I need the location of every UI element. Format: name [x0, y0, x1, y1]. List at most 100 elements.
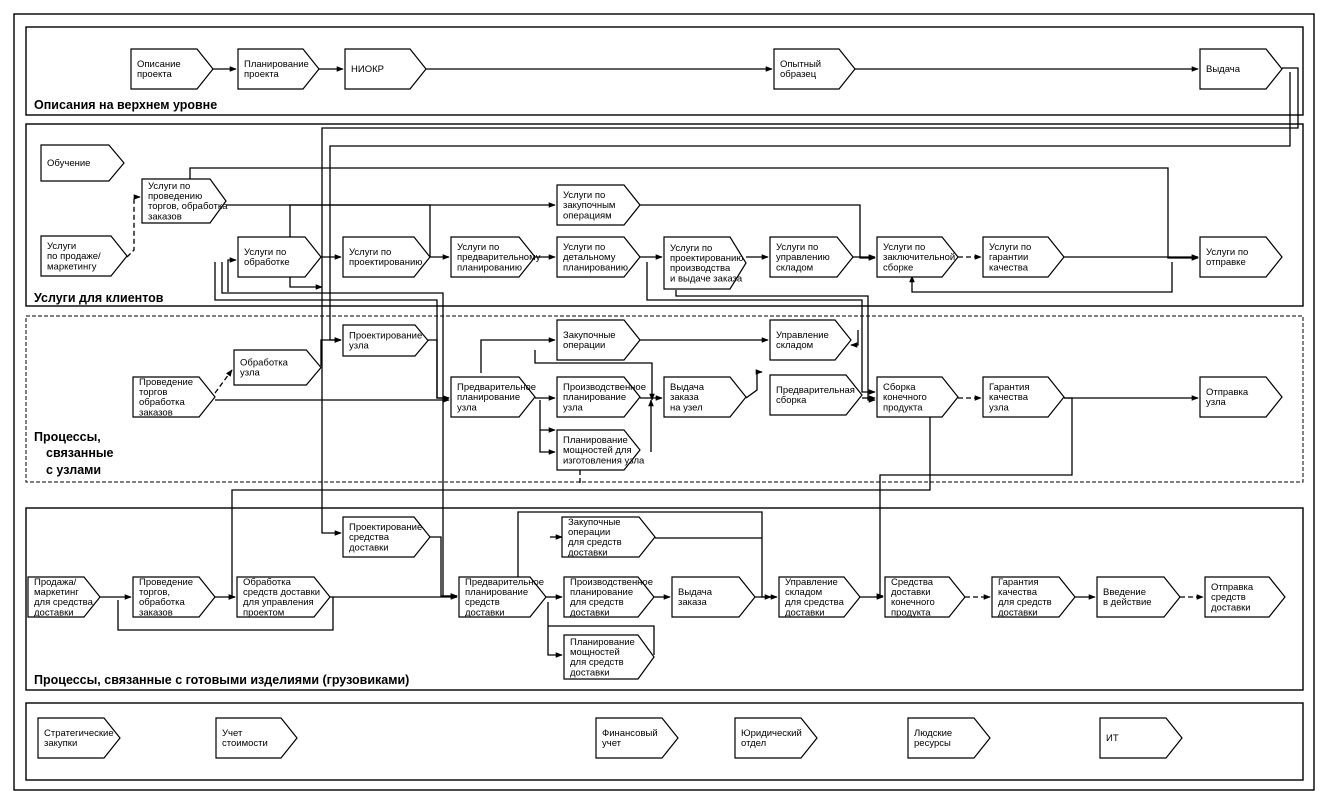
node-label-line: обработке	[244, 257, 290, 268]
node-chevron-shape	[141, 178, 227, 224]
node-chevron-shape	[344, 48, 427, 90]
node-label-line: Услуги по	[989, 242, 1031, 253]
lane-nodes-label-line-2: связанные	[46, 446, 114, 460]
node-label-line: Обучение	[47, 158, 90, 169]
connector-mosch-vyd-node	[539, 430, 556, 455]
node-label-line: доставки	[568, 547, 608, 558]
node-label-line: проекта	[244, 69, 280, 80]
connector-vyd-predsb-node	[745, 369, 763, 399]
node-label-line: доставки	[34, 607, 74, 618]
outer-frame	[13, 13, 1315, 791]
lane-label-products: Процессы, связанные с готовыми изделиями…	[34, 673, 409, 687]
node-label-line: Выдача	[670, 382, 705, 393]
node-label-line: обработка	[139, 397, 186, 408]
node-label-line: НИОКР	[351, 64, 384, 75]
node-label-line: Сборка	[883, 382, 916, 393]
node-label-line: на узел	[670, 402, 703, 413]
connector-mosch-back-p	[548, 625, 655, 655]
node-label-line: узла	[989, 402, 1010, 413]
node-label-line: планирование	[457, 392, 520, 403]
node-label-line: Проектирование	[349, 522, 422, 533]
connector-sklad-loop-node	[850, 330, 859, 348]
node-label-line: узла	[349, 341, 370, 352]
node-chevron-shape	[1096, 576, 1181, 618]
lane-top-label-line: Описания на верхнем уровне	[34, 98, 217, 112]
node-chevron-shape	[132, 376, 216, 418]
node-chevron-shape	[556, 236, 641, 278]
lane-top-frame	[25, 26, 1304, 116]
node-label-line: образец	[780, 69, 817, 80]
lane-label-nodes: Процессы, связанные с узлами	[34, 430, 114, 477]
node-chevron-shape	[233, 349, 322, 386]
node-label-line: проекта	[137, 69, 173, 80]
node-label-line: Услуги по	[563, 190, 605, 201]
node-label-line: Гарантия	[989, 382, 1030, 393]
node-label-line: Выдача	[1206, 64, 1241, 75]
node-chevron-shape	[982, 236, 1065, 278]
node-label-line: Планирование	[570, 637, 635, 648]
lane-products-frame	[25, 507, 1304, 691]
node-label-line: управлению	[776, 252, 830, 263]
connector-torg-otpr	[189, 167, 1199, 261]
node-label-line: средств	[465, 597, 500, 608]
lane-nodes-frame	[25, 315, 1304, 483]
connector-torg-obr-node	[214, 369, 233, 394]
node-label-line: Управление	[785, 577, 838, 588]
node-n-obuch: Обучение	[40, 144, 125, 182]
node-chevron-shape	[342, 516, 431, 558]
node-label-line: Производственное	[563, 382, 646, 393]
node-label-line: Планирование	[563, 435, 628, 446]
connector-loop-proekt-obr	[289, 204, 431, 290]
node-label-line: доставки	[465, 607, 505, 618]
node-chevron-shape	[769, 374, 863, 416]
node-label-line: предварительному	[457, 252, 541, 263]
node-label-line: сборка	[776, 395, 807, 406]
node-label-line: заказов	[139, 407, 173, 418]
node-chevron-shape	[671, 576, 756, 618]
node-chevron-shape	[1199, 236, 1283, 278]
node-label-line: производства	[670, 263, 731, 274]
node-s-it: ИТ	[1099, 717, 1183, 759]
node-label-line: Стратегические	[44, 728, 114, 739]
node-label-line: доставки	[349, 542, 389, 553]
node-label-line: Описание	[137, 59, 181, 70]
node-n-vyd: Выдача	[1199, 48, 1283, 90]
lane-label-clients: Услуги для клиентов	[34, 291, 164, 305]
node-chevron-shape	[342, 236, 431, 278]
node-label-line: отдел	[741, 738, 766, 749]
node-label-line: операции	[563, 340, 605, 351]
node-label-line: изготовления узла	[563, 455, 645, 466]
connectors	[100, 66, 1299, 658]
node-label-line: планированию	[457, 262, 522, 273]
node-label-line: проведению	[148, 191, 202, 202]
node-chevron-shape	[769, 319, 852, 361]
node-label-line: Отправка	[1206, 387, 1249, 398]
node-label-line: для средств	[998, 597, 1052, 608]
node-label-line: мощностей для	[563, 445, 632, 456]
node-chevron-shape	[1199, 48, 1283, 90]
node-chevron-shape	[450, 376, 536, 418]
